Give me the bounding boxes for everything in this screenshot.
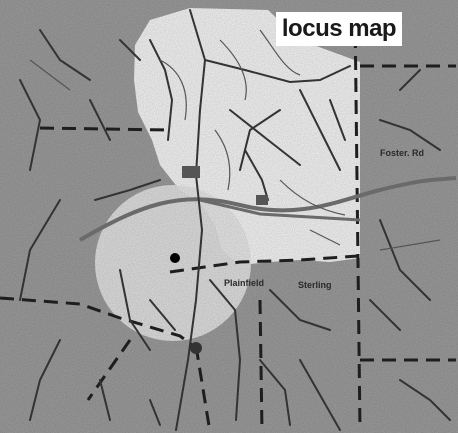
junction-marker	[190, 342, 202, 354]
highway	[78, 176, 457, 242]
town-center-symbol	[182, 166, 200, 178]
minor-roads	[29, 29, 441, 251]
school-symbol	[256, 195, 268, 205]
label-plainfield: Plainfield	[224, 278, 265, 288]
road-network	[19, 9, 451, 431]
site-marker	[170, 253, 180, 263]
map-title: locus map	[276, 12, 402, 46]
label-foster-road: Foster. Rd	[380, 148, 425, 158]
highway-east	[199, 198, 361, 222]
label-sterling: Sterling	[298, 280, 332, 290]
